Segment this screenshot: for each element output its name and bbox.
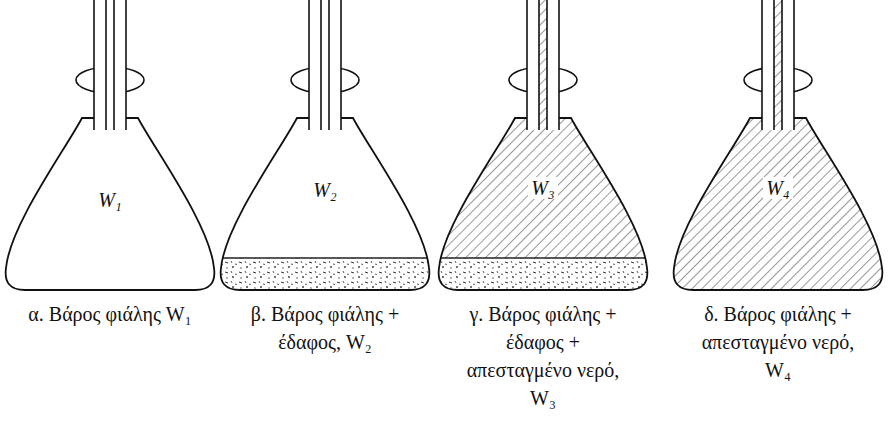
flask-node: W₄ δ. Βάρος φιάλης + απεσταγμένο νερό, W₄ [668,0,888,447]
flask-node: W₁ α. Βάρος φιάλης W₁ [0,0,220,447]
flask-caption: γ. Βάρος φιάλης + έδαφος + απεσταγμένο ν… [456,300,631,412]
weight-label: W₂ [310,179,340,201]
flask-caption: β. Βάρος φιάλης + έδαφος, W₂ [238,300,413,356]
flask [215,0,435,292]
flask-caption: α. Βάρος φιάλης W₁ [10,300,210,328]
flask-node: W₂ β. Βάρος φιάλης + έδαφος, W₂ [215,0,435,447]
weight-label: W₁ [95,189,125,211]
weight-label: W₄ [763,177,793,199]
flask [6,0,215,290]
flask-node: W₃ γ. Βάρος φιάλης + έδαφος + απεσταγμένο… [433,0,653,447]
flask [674,0,883,290]
weight-label: W₃ [528,177,558,199]
flask-caption: δ. Βάρος φιάλης + απεσταγμένο νερό, W₄ [688,300,868,384]
flask [433,0,653,292]
